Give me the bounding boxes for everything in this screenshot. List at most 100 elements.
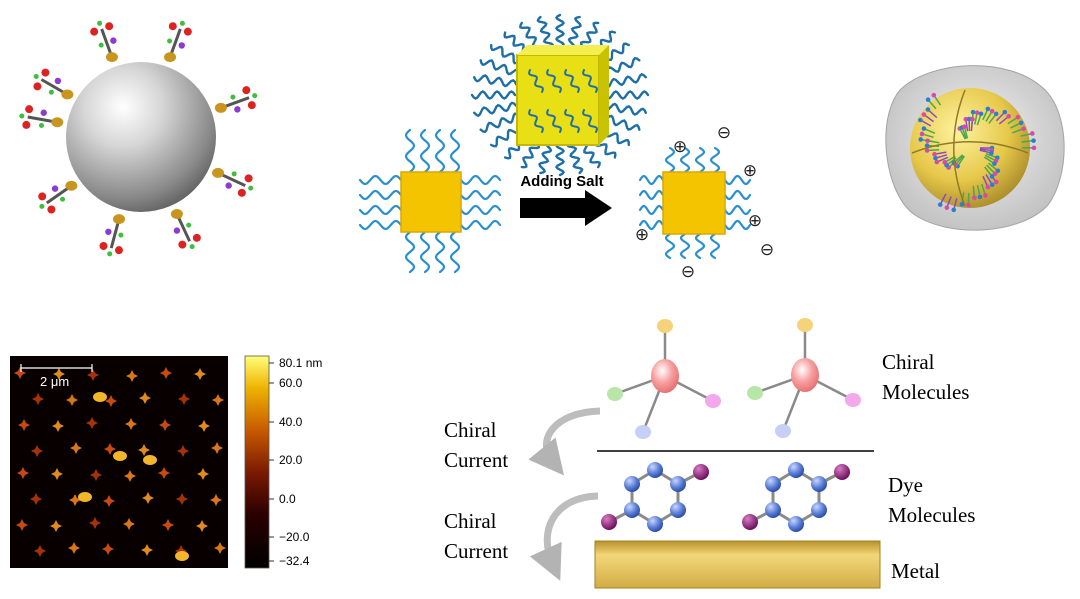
ligand-tip (989, 150, 994, 156)
ligand-chain (528, 69, 544, 93)
ligand-tip (985, 184, 991, 190)
dye-carbon-atom (624, 502, 640, 518)
ligand-chain (694, 232, 706, 260)
afm-feature (17, 467, 29, 479)
ligand-chain (546, 109, 562, 133)
colorbar-tick-label: 20.0 (279, 453, 303, 467)
ligand-chain (528, 109, 544, 133)
oxygen-atom (244, 174, 253, 183)
ligand-tip (993, 179, 999, 185)
ligand-tip (966, 202, 971, 208)
afm-feature (87, 369, 99, 381)
afm-bright-spot (78, 492, 92, 502)
afm-feature (142, 492, 154, 504)
afm-feature (211, 442, 223, 454)
ligand-chain (723, 174, 752, 186)
charged-cube: ⊕⊖⊕⊕⊖⊕⊖ (635, 123, 774, 282)
ligand-tip (921, 126, 927, 131)
ligand-tip (934, 159, 940, 165)
afm-bright-spot (175, 551, 189, 561)
ligand-tip (951, 207, 957, 213)
ligand-chain (603, 90, 650, 100)
afm-feature (141, 544, 153, 556)
afm-feature (178, 393, 190, 405)
afm-feature (176, 493, 188, 505)
cube-body (400, 171, 462, 233)
ligand-molecule (19, 105, 64, 129)
ligand-chain (434, 230, 446, 274)
afm-feature (160, 367, 172, 379)
afm-feature (50, 520, 62, 532)
positive-charge: ⊕ (635, 225, 649, 245)
afm-feature (66, 394, 78, 406)
sphere-panel (19, 20, 258, 257)
sulfur-atom (214, 102, 227, 113)
oxygen-atom (33, 82, 42, 91)
afm-image (10, 356, 228, 568)
hydrogen-atom (252, 93, 258, 99)
ligand-tip (1031, 138, 1036, 143)
ligand-tip (1031, 145, 1037, 151)
afm-feature (69, 494, 81, 506)
metal-slab (594, 540, 881, 589)
ligand-chain (582, 69, 598, 93)
ligand-tip (995, 168, 1001, 174)
ligand-molecule (170, 209, 201, 250)
ligand-chain (723, 189, 752, 201)
ligand-tip (932, 151, 937, 157)
dye-molecules-label: Dye Molecules (888, 473, 975, 527)
hydrogen-atom (98, 42, 104, 48)
afm-feature (177, 445, 189, 457)
oxygen-atom (38, 192, 47, 201)
ligand-chain (554, 13, 566, 49)
ligand-chain (564, 109, 580, 133)
dye-molecules (601, 462, 850, 532)
dye-carbon-atom (811, 502, 827, 518)
nitrogen-atom (105, 228, 112, 235)
sulfur-atom (65, 180, 78, 191)
chiral-molecules-label: Chiral Molecules (882, 350, 969, 404)
nitrogen-atom (234, 106, 241, 113)
dye-substituent-atom (742, 514, 758, 530)
adding-salt-label: Adding Salt (520, 173, 603, 190)
afm-feature (31, 445, 43, 457)
hydrogen-atom (167, 38, 173, 44)
dye-carbon-atom (670, 502, 686, 518)
chiral-substituent-atom (657, 319, 673, 333)
chiral-current-arrow-1 (528, 407, 601, 476)
ligand-chain (473, 101, 518, 118)
hydrogen-atom (48, 89, 54, 95)
dye-carbon-atom (647, 516, 663, 532)
reaction-arrow (520, 190, 612, 226)
afm-feature (159, 419, 171, 431)
ligand-chain (566, 140, 584, 175)
ligand-chain (536, 15, 554, 50)
oxygen-atom (99, 242, 108, 251)
chiral-molecule (607, 319, 721, 439)
ligand-tip (925, 138, 930, 144)
ligand-tip (1006, 113, 1011, 119)
afm-feature (16, 519, 28, 531)
chiral-center-atom (791, 358, 819, 392)
chiral-substituent-atom (705, 394, 721, 408)
core-shell-panel (885, 65, 1065, 231)
chiral-current-arrow-2 (529, 492, 599, 581)
afm-feature (14, 367, 26, 379)
ligand-chain (567, 15, 582, 50)
ligand-tip (925, 97, 931, 102)
afm-feature (212, 394, 224, 406)
core-seam (953, 89, 966, 207)
ligand-tip (992, 161, 997, 166)
ligand-chain (404, 230, 416, 274)
cube-top-face (517, 45, 609, 55)
chiral-current-label-2: Chiral Current (444, 509, 508, 563)
dye-carbon-atom (788, 462, 804, 478)
core-ligands (911, 89, 1037, 213)
chiral-molecules (607, 318, 861, 439)
nanoparticle-sphere (66, 62, 216, 212)
afm-feature (125, 418, 137, 430)
ligand-tip (933, 155, 938, 161)
positive-charge: ⊕ (743, 161, 757, 181)
ligand-chain (582, 109, 598, 133)
